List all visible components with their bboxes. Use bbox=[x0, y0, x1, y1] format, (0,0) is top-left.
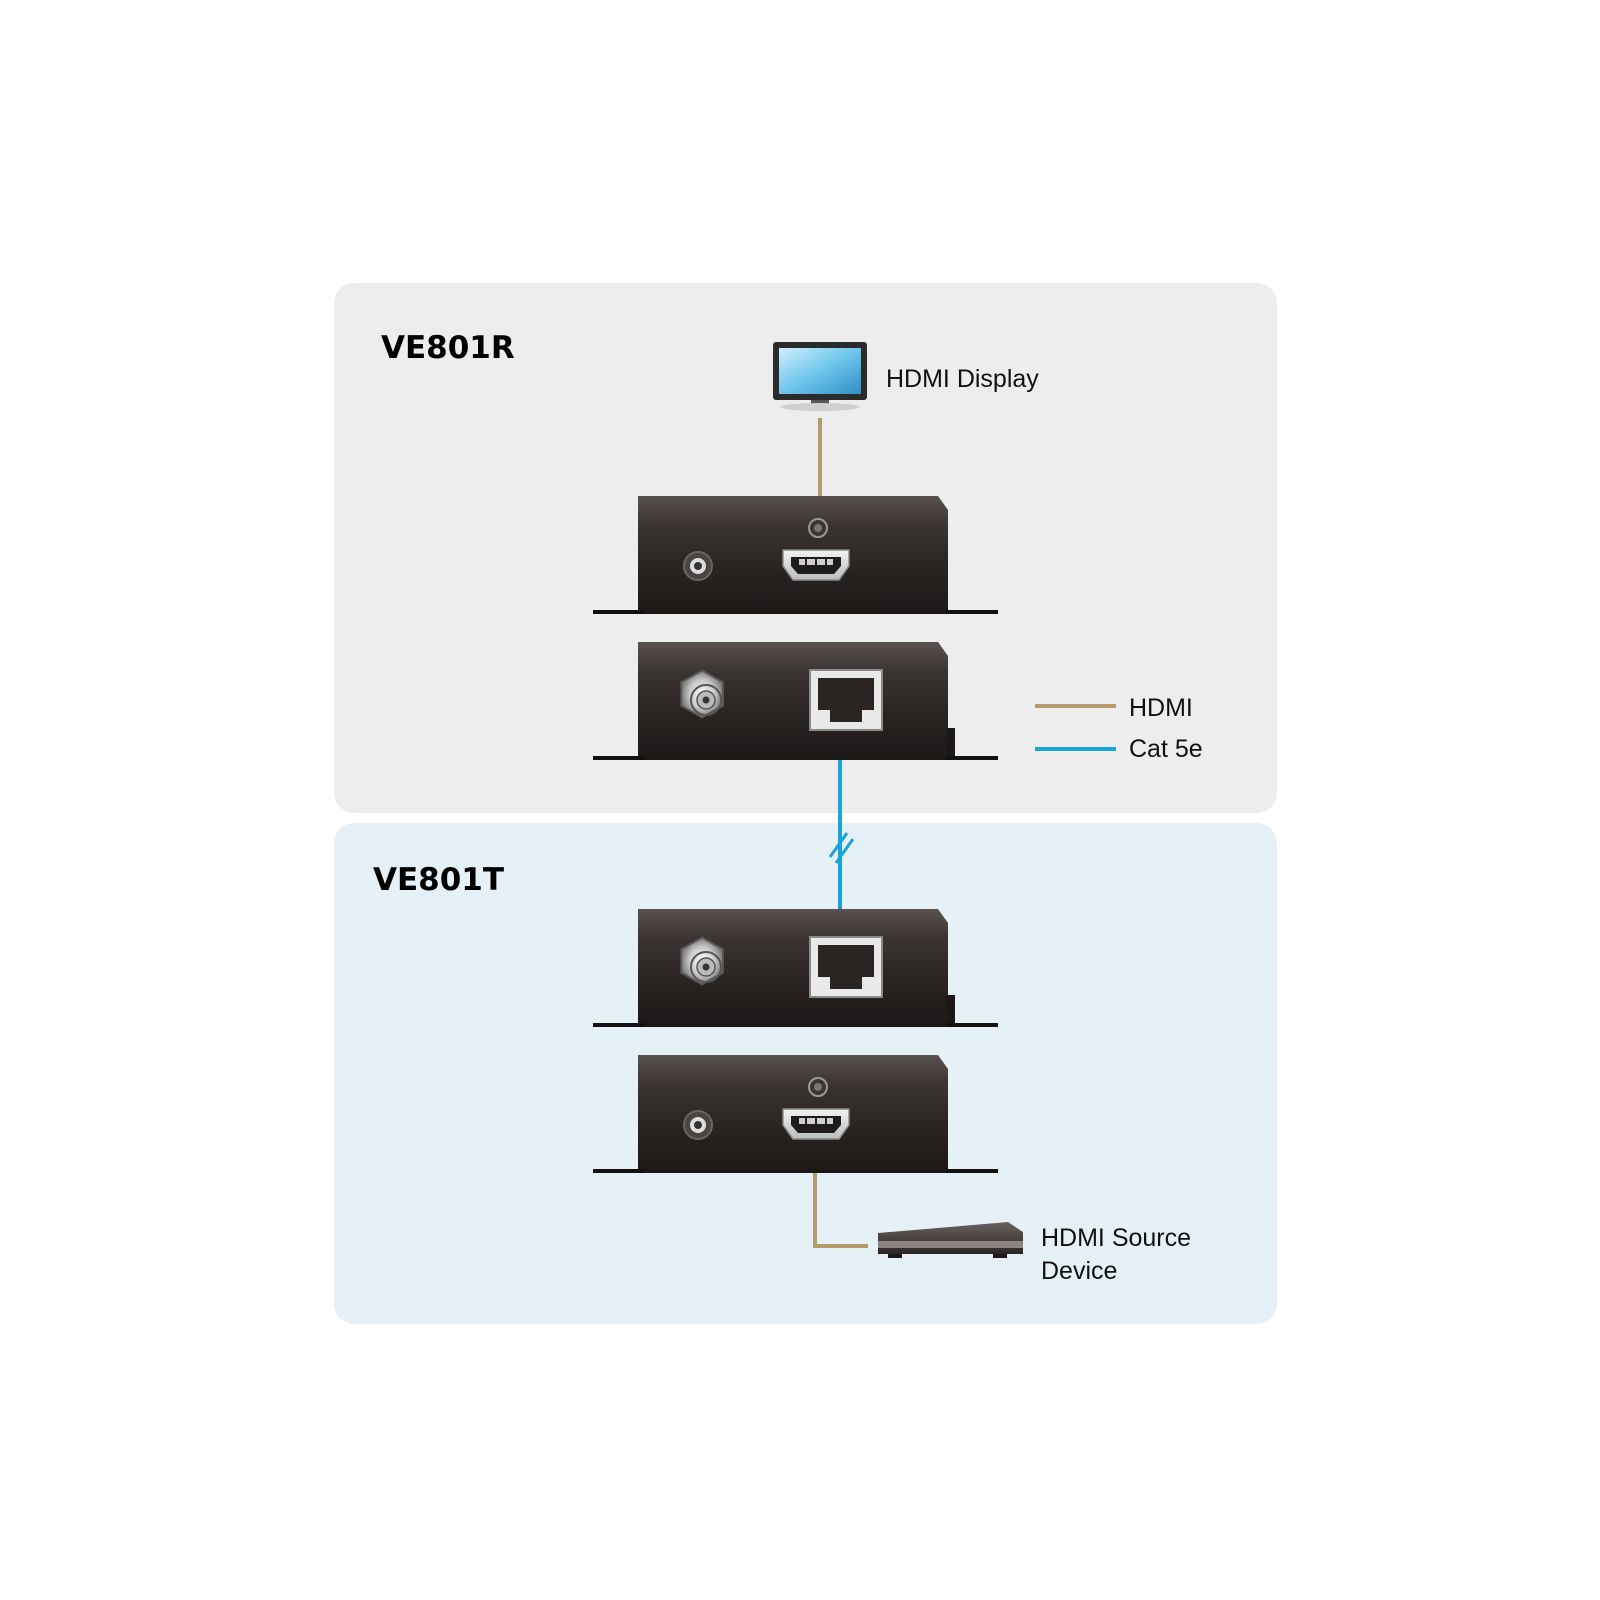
cable-break-mark-2 bbox=[834, 838, 855, 864]
ve801r-hdmi-panel bbox=[592, 495, 999, 615]
legend-label-hdmi: HDMI bbox=[1129, 694, 1193, 722]
source-label-line2: Device bbox=[1041, 1257, 1117, 1285]
legend-label-cat5e: Cat 5e bbox=[1129, 735, 1203, 763]
legend: HDMI Cat 5e bbox=[1035, 694, 1203, 763]
receiver-title: VE801R bbox=[381, 330, 515, 366]
cable-break-mark-1 bbox=[828, 832, 849, 858]
display-label: HDMI Display bbox=[886, 365, 1039, 393]
ve801r-rj45-panel bbox=[592, 641, 999, 761]
source-label-line1: HDMI Source bbox=[1041, 1224, 1191, 1252]
ve801t-rj45-panel bbox=[592, 908, 999, 1028]
monitor-icon bbox=[773, 342, 867, 411]
media-player-icon bbox=[878, 1222, 1023, 1258]
ve801t-hdmi-panel bbox=[592, 1054, 999, 1174]
transmitter-title: VE801T bbox=[373, 862, 504, 898]
hdmi-cable-source bbox=[813, 1168, 868, 1248]
